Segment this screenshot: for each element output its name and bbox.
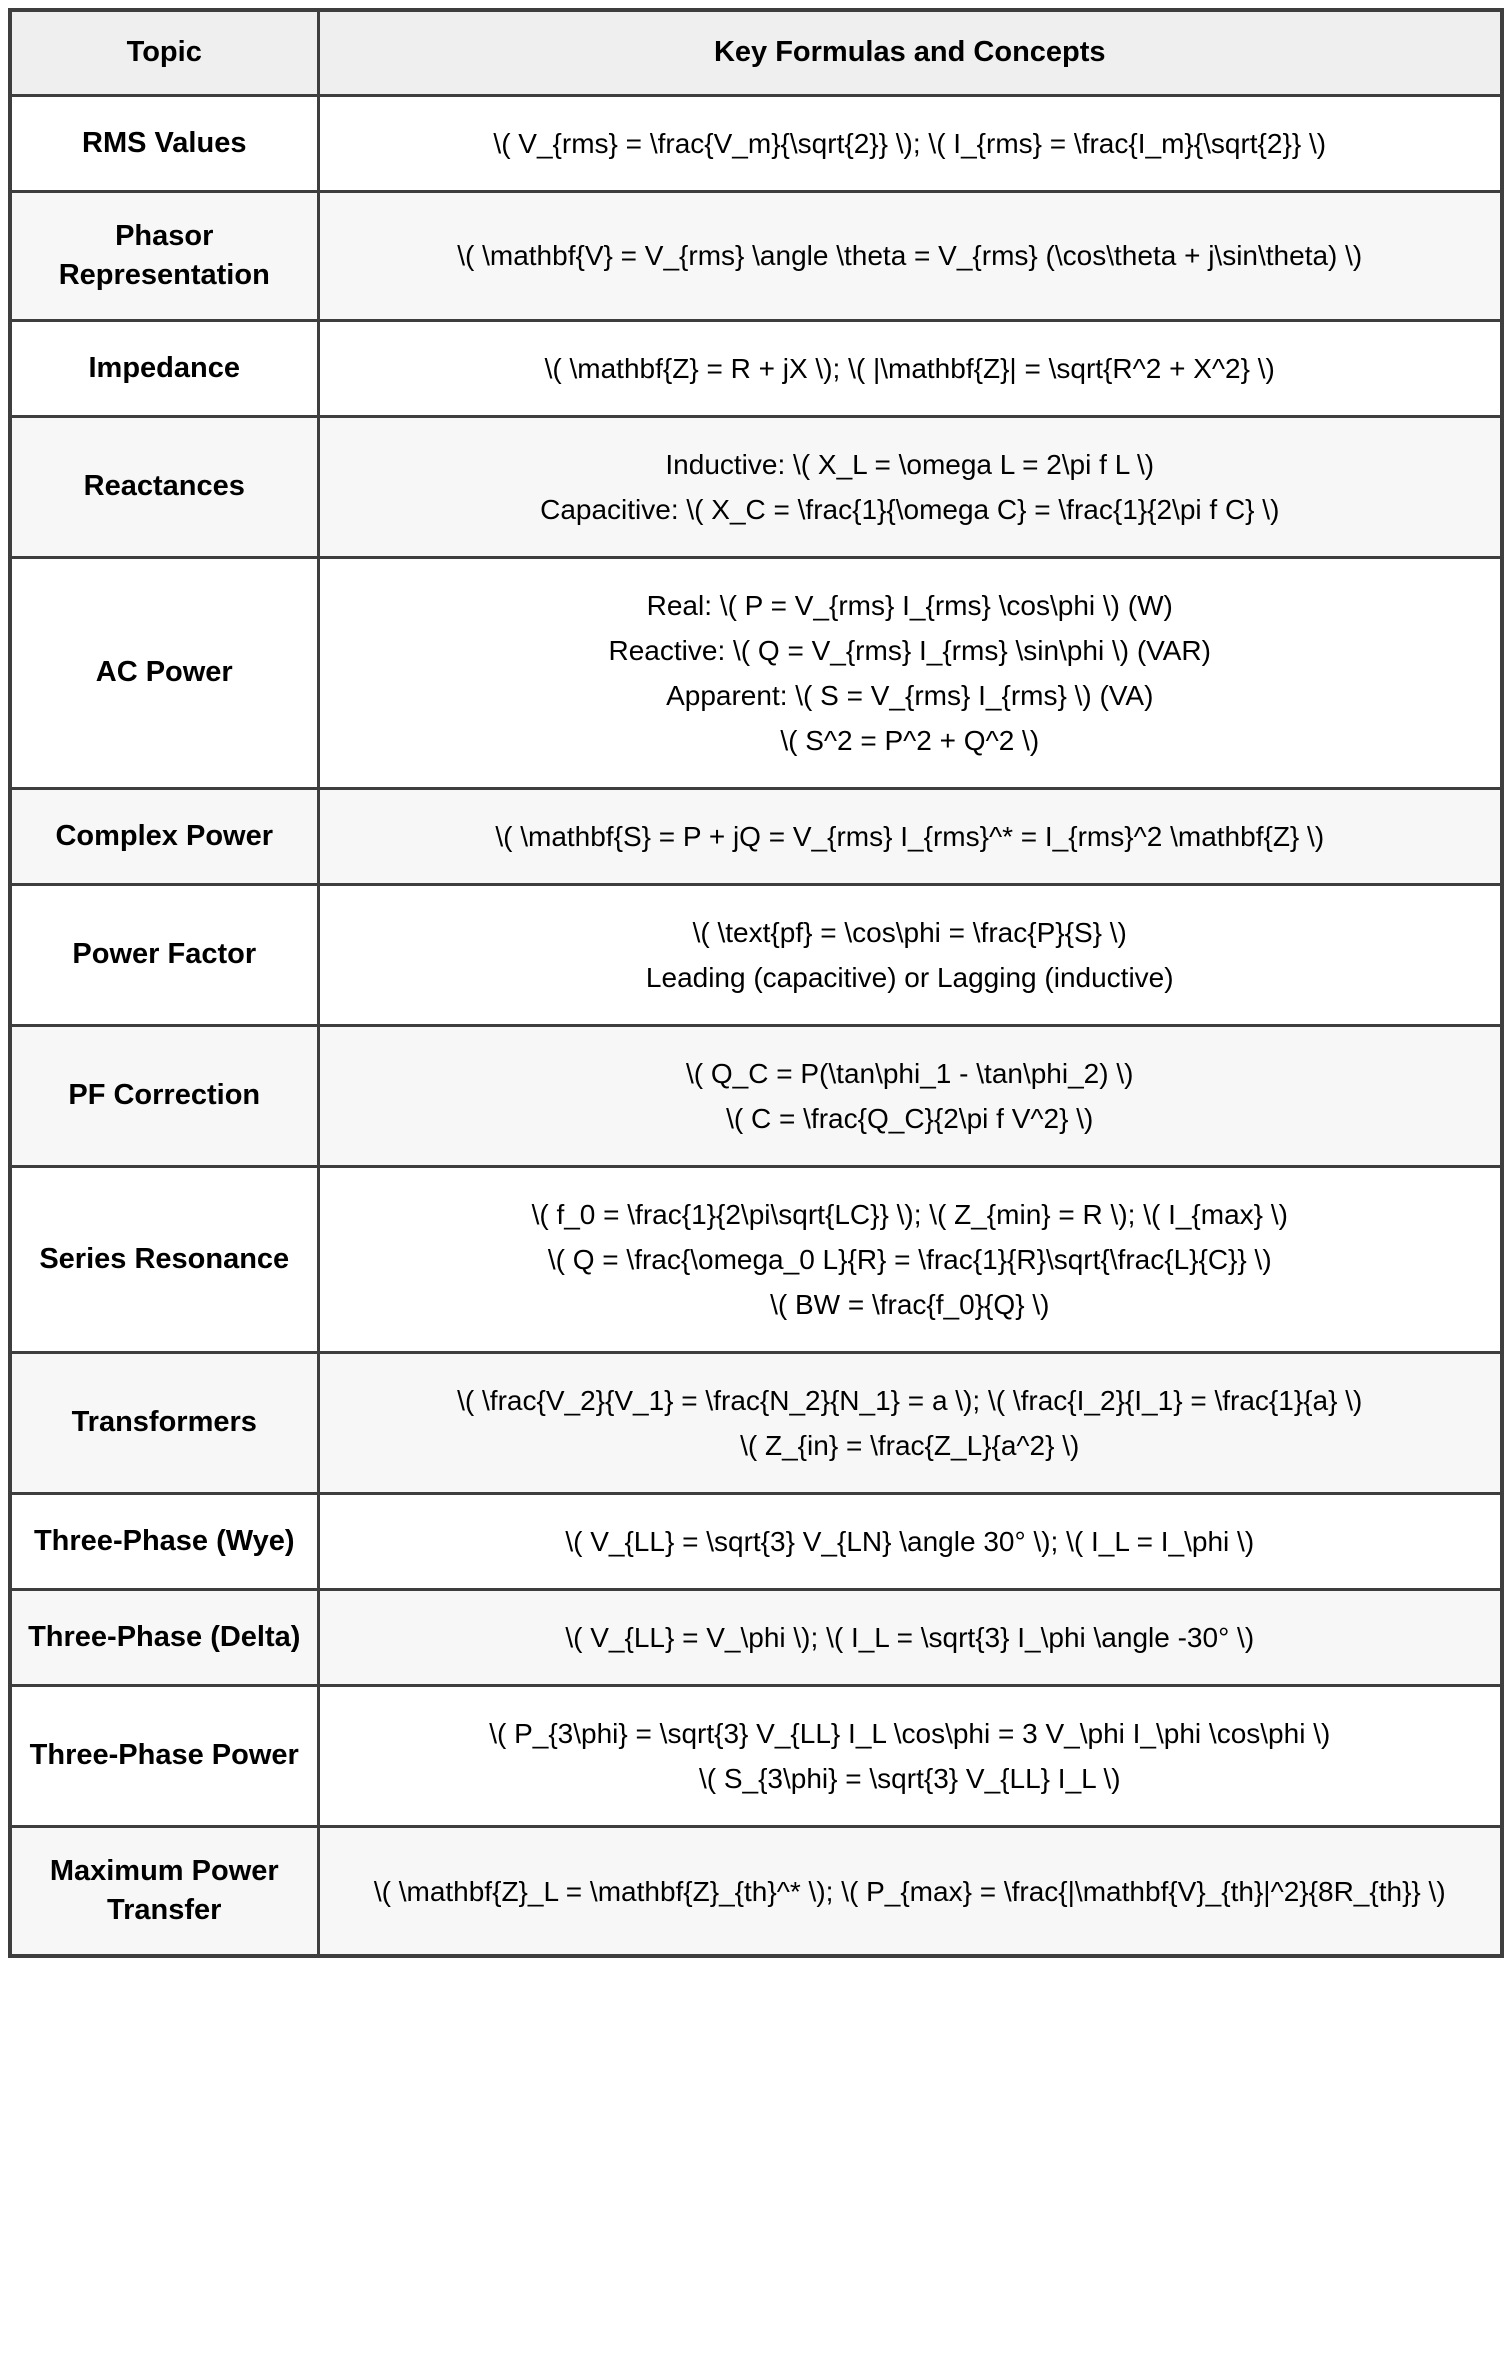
topic-cell: Maximum Power Transfer (8, 1824, 320, 1958)
table-row: RMS Values \( V_{rms} = \frac{V_m}{\sqrt… (8, 93, 1504, 193)
formulas-cell: \( V_{LL} = V_\phi \); \( I_L = \sqrt{3}… (316, 1587, 1504, 1687)
table-row: Maximum Power Transfer \( \mathbf{Z}_L =… (8, 1824, 1504, 1958)
topic-cell: Transformers (8, 1350, 320, 1495)
table-row: Reactances Inductive: \( X_L = \omega L … (8, 414, 1504, 559)
formula-line: \( \mathbf{Z} = R + jX \); \( |\mathbf{Z… (544, 352, 1275, 384)
formulas-cell: \( Q_C = P(\tan\phi_1 - \tan\phi_2) \) \(… (316, 1023, 1504, 1168)
table-row: Three-Phase Power \( P_{3\phi} = \sqrt{3… (8, 1683, 1504, 1828)
formula-line: Leading (capacitive) or Lagging (inducti… (645, 961, 1174, 993)
formulas-cell: \( P_{3\phi} = \sqrt{3} V_{LL} I_L \cos\… (316, 1683, 1504, 1828)
formula-line: \( V_{LL} = V_\phi \); \( I_L = \sqrt{3}… (565, 1621, 1255, 1653)
formula-line: \( P_{3\phi} = \sqrt{3} V_{LL} I_L \cos\… (489, 1717, 1331, 1749)
formula-line: \( \text{pf} = \cos\phi = \frac{P}{S} \) (692, 916, 1127, 948)
formulas-cell: \( \mathbf{S} = P + jQ = V_{rms} I_{rms}… (316, 786, 1504, 886)
formulas-cell: \( \mathbf{Z} = R + jX \); \( |\mathbf{Z… (316, 318, 1504, 418)
formula-line: Apparent: \( S = V_{rms} I_{rms} \) (VA) (666, 679, 1154, 711)
formula-line: \( \mathbf{Z}_L = \mathbf{Z}_{th}^* \); … (373, 1875, 1446, 1907)
formula-line: \( S^2 = P^2 + Q^2 \) (780, 724, 1040, 756)
formula-line: Inductive: \( X_L = \omega L = 2\pi f L … (665, 448, 1155, 480)
formula-line: Real: \( P = V_{rms} I_{rms} \cos\phi \)… (646, 589, 1173, 621)
topic-cell: Impedance (8, 318, 320, 418)
table-row: Phasor Representation \( \mathbf{V} = V_… (8, 189, 1504, 322)
formula-line: \( Q_C = P(\tan\phi_1 - \tan\phi_2) \) (686, 1057, 1134, 1089)
formulas-cell: \( \text{pf} = \cos\phi = \frac{P}{S} \)… (316, 882, 1504, 1027)
table-row: Three-Phase (Wye) \( V_{LL} = \sqrt{3} V… (8, 1491, 1504, 1591)
formula-line: \( C = \frac{Q_C}{2\pi f V^2} \) (726, 1102, 1094, 1134)
formulas-column-header: Key Formulas and Concepts (316, 8, 1504, 97)
table-row: Three-Phase (Delta) \( V_{LL} = V_\phi \… (8, 1587, 1504, 1687)
topic-cell: Three-Phase (Delta) (8, 1587, 320, 1687)
topic-cell: RMS Values (8, 93, 320, 193)
formulas-cell: \( V_{LL} = \sqrt{3} V_{LN} \angle 30° \… (316, 1491, 1504, 1591)
topic-cell: Three-Phase Power (8, 1683, 320, 1828)
formula-line: \( \mathbf{V} = V_{rms} \angle \theta = … (457, 240, 1363, 272)
formula-line: \( BW = \frac{f_0}{Q} \) (770, 1288, 1050, 1320)
formula-line: Capacitive: \( X_C = \frac{1}{\omega C} … (540, 493, 1280, 525)
formulas-cell: \( f_0 = \frac{1}{2\pi\sqrt{LC}} \); \( … (316, 1164, 1504, 1354)
formula-line: \( \frac{V_2}{V_1} = \frac{N_2}{N_1} = a… (457, 1384, 1363, 1416)
table-row: AC Power Real: \( P = V_{rms} I_{rms} \c… (8, 555, 1504, 790)
topic-cell: Complex Power (8, 786, 320, 886)
formulas-cell: Inductive: \( X_L = \omega L = 2\pi f L … (316, 414, 1504, 559)
formula-line: Reactive: \( Q = V_{rms} I_{rms} \sin\ph… (608, 634, 1211, 666)
formula-line: \( f_0 = \frac{1}{2\pi\sqrt{LC}} \); \( … (531, 1198, 1288, 1230)
table-row: Impedance \( \mathbf{Z} = R + jX \); \( … (8, 318, 1504, 418)
header-row: Topic Key Formulas and Concepts (8, 8, 1504, 97)
formula-line: \( V_{rms} = \frac{V_m}{\sqrt{2}} \); \(… (493, 127, 1327, 159)
table-row: Complex Power \( \mathbf{S} = P + jQ = V… (8, 786, 1504, 886)
formula-line: \( Z_{in} = \frac{Z_L}{a^2} \) (740, 1429, 1080, 1461)
formula-line: \( S_{3\phi} = \sqrt{3} V_{LL} I_L \) (698, 1762, 1121, 1794)
topic-cell: Three-Phase (Wye) (8, 1491, 320, 1591)
topic-cell: AC Power (8, 555, 320, 790)
formulas-cell: \( \frac{V_2}{V_1} = \frac{N_2}{N_1} = a… (316, 1350, 1504, 1495)
formula-line: \( \mathbf{S} = P + jQ = V_{rms} I_{rms}… (495, 820, 1325, 852)
table-row: PF Correction \( Q_C = P(\tan\phi_1 - \t… (8, 1023, 1504, 1168)
formula-reference-table: Topic Key Formulas and Concepts RMS Valu… (8, 8, 1504, 1959)
table-row: Power Factor \( \text{pf} = \cos\phi = \… (8, 882, 1504, 1027)
topic-cell: PF Correction (8, 1023, 320, 1168)
topic-cell: Reactances (8, 414, 320, 559)
formula-line: \( V_{LL} = \sqrt{3} V_{LN} \angle 30° \… (565, 1525, 1255, 1557)
topic-cell: Power Factor (8, 882, 320, 1027)
topic-column-header: Topic (8, 8, 320, 97)
table-row: Transformers \( \frac{V_2}{V_1} = \frac{… (8, 1350, 1504, 1495)
topic-cell: Phasor Representation (8, 189, 320, 322)
formulas-cell: Real: \( P = V_{rms} I_{rms} \cos\phi \)… (316, 555, 1504, 790)
formulas-cell: \( V_{rms} = \frac{V_m}{\sqrt{2}} \); \(… (316, 93, 1504, 193)
table-row: Series Resonance \( f_0 = \frac{1}{2\pi\… (8, 1164, 1504, 1354)
formulas-cell: \( \mathbf{Z}_L = \mathbf{Z}_{th}^* \); … (316, 1824, 1504, 1958)
topic-cell: Series Resonance (8, 1164, 320, 1354)
formula-line: \( Q = \frac{\omega_0 L}{R} = \frac{1}{R… (547, 1243, 1272, 1275)
formulas-cell: \( \mathbf{V} = V_{rms} \angle \theta = … (316, 189, 1504, 322)
